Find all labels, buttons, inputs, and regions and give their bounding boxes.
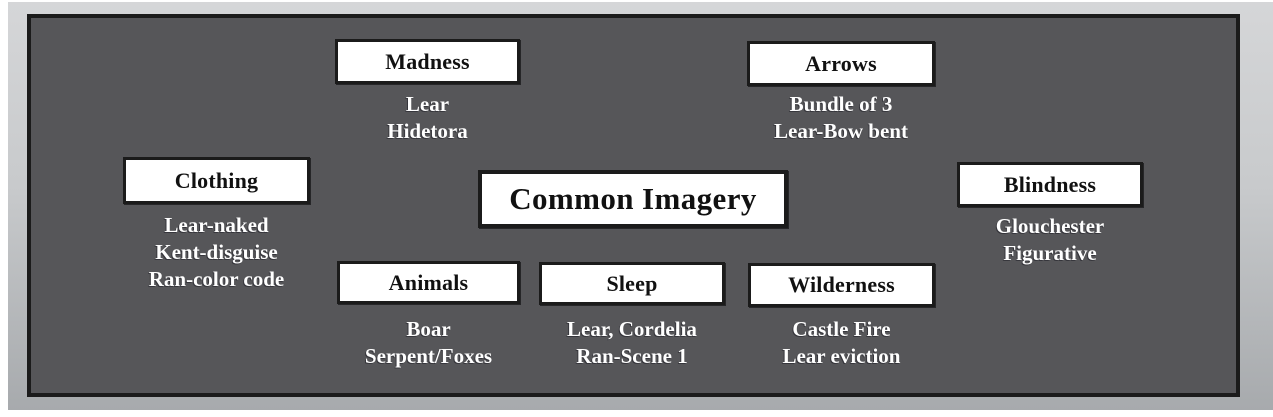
node-item: Ran-color code — [148, 267, 285, 291]
node-items-arrows: Bundle of 3 Lear-Bow bent — [747, 91, 935, 145]
diagram-title-box: Common Imagery — [478, 170, 788, 228]
node-label-madness: Madness — [385, 48, 470, 74]
node-item: Lear, Cordelia — [567, 317, 697, 341]
node-item: Hidetora — [387, 119, 468, 143]
node-label-animals: Animals — [388, 269, 469, 295]
node-label-arrows: Arrows — [805, 50, 877, 76]
node-box-clothing: Clothing — [123, 157, 310, 204]
node-label-sleep: Sleep — [606, 270, 658, 296]
node-item: Kent-disguise — [155, 240, 278, 264]
node-box-arrows: Arrows — [747, 41, 935, 86]
node-box-sleep: Sleep — [539, 262, 725, 305]
node-items-blindness: Glouchester Figurative — [950, 213, 1150, 267]
node-item: Lear eviction — [782, 344, 901, 368]
node-item: Figurative — [1003, 241, 1097, 265]
node-items-clothing: Lear-naked Kent-disguise Ran-color code — [98, 212, 335, 293]
node-item: Bundle of 3 — [789, 92, 893, 116]
node-item: Lear-Bow bent — [774, 119, 908, 143]
node-item: Ran-Scene 1 — [576, 344, 688, 368]
diagram-title: Common Imagery — [509, 181, 757, 216]
node-box-wilderness: Wilderness — [748, 263, 935, 307]
node-items-sleep: Lear, Cordelia Ran-Scene 1 — [527, 316, 737, 370]
node-item: Lear — [405, 92, 450, 116]
node-item: Castle Fire — [792, 317, 891, 341]
node-label-blindness: Blindness — [1003, 171, 1097, 197]
node-items-animals: Boar Serpent/Foxes — [337, 316, 520, 370]
node-label-clothing: Clothing — [174, 167, 259, 193]
node-box-animals: Animals — [337, 261, 520, 304]
node-item: Serpent/Foxes — [364, 344, 493, 368]
node-items-madness: Lear Hidetora — [335, 91, 520, 145]
node-item: Glouchester — [995, 214, 1105, 238]
node-items-wilderness: Castle Fire Lear eviction — [740, 316, 943, 370]
node-box-blindness: Blindness — [957, 162, 1143, 207]
node-label-wilderness: Wilderness — [788, 272, 895, 297]
node-item: Lear-naked — [164, 213, 269, 237]
node-item: Boar — [406, 317, 451, 341]
node-box-madness: Madness — [335, 39, 520, 84]
